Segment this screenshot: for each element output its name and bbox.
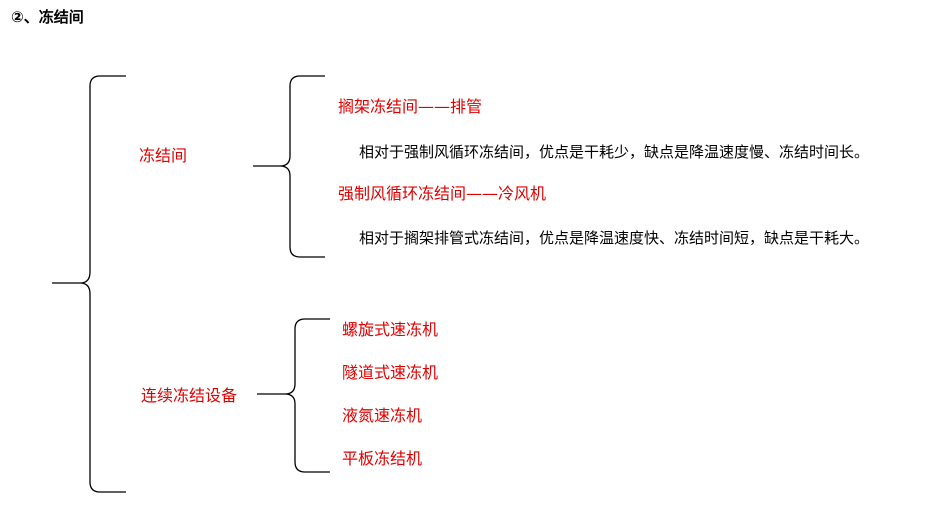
leaf-label-plate-freezer: 平板冻结机 [342, 449, 423, 468]
leaf-label-liquid-nitrogen-freezer: 液氮速冻机 [342, 406, 423, 425]
leaf-label-spiral-freezer: 螺旋式速冻机 [342, 320, 439, 339]
section-title: ②、冻结间 [11, 8, 84, 26]
leaf-label-shelf-freezing-room: 搁架冻结间——排管 [338, 97, 483, 116]
leaf-description-forced-air-freezing-room: 相对于搁架排管式冻结间，优点是降温速度快、冻结时间短，缺点是干耗大。 [359, 229, 870, 247]
freezing-room-brace [253, 75, 325, 258]
main-brace [52, 75, 126, 493]
branch-label-freezing-room: 冻结间 [139, 146, 188, 165]
leaf-description-shelf-freezing-room: 相对于强制风循环冻结间，优点是干耗少，缺点是降温速度慢、冻结时间长。 [359, 143, 870, 161]
leaf-label-tunnel-freezer: 隧道式速冻机 [342, 363, 439, 382]
branch-label-continuous-equipment: 连续冻结设备 [141, 386, 238, 405]
continuous-equipment-brace [257, 318, 330, 473]
leaf-label-forced-air-freezing-room: 强制风循环冻结间——冷风机 [338, 184, 547, 203]
